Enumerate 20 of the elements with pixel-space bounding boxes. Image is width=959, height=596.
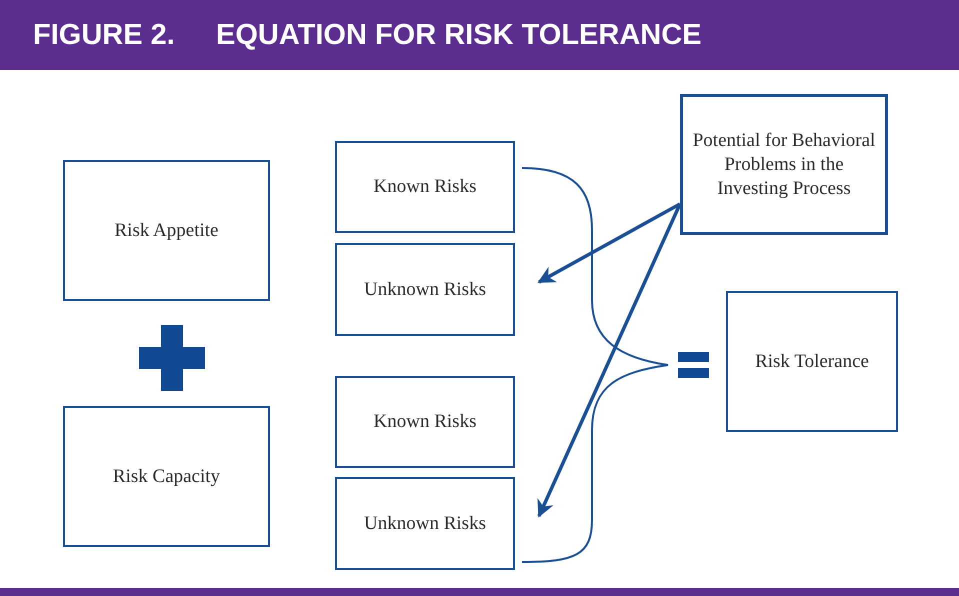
box-label: Potential for Behavioral Problems in the Investing Process	[692, 128, 876, 200]
text-box	[63, 406, 270, 547]
text-box	[335, 376, 515, 468]
figure-number: FIGURE 2.	[33, 18, 175, 52]
text-box	[335, 243, 515, 336]
box-label: Known Risks	[372, 410, 478, 434]
text-box	[335, 141, 515, 233]
box-label: Risk Capacity	[112, 464, 222, 488]
box-label: Risk Tolerance	[754, 350, 870, 374]
box-label: Known Risks	[372, 175, 478, 199]
text-box	[335, 477, 515, 570]
arrow	[537, 202, 681, 284]
figure-title: EQUATION FOR RISK TOLERANCE	[216, 18, 702, 52]
box-label: Unknown Risks	[363, 278, 487, 302]
text-box	[680, 94, 888, 235]
text-box	[726, 291, 898, 432]
box-label: Unknown Risks	[363, 512, 487, 536]
text-box	[63, 160, 270, 301]
arrow	[537, 203, 682, 518]
box-label: Risk Appetite	[114, 218, 220, 242]
